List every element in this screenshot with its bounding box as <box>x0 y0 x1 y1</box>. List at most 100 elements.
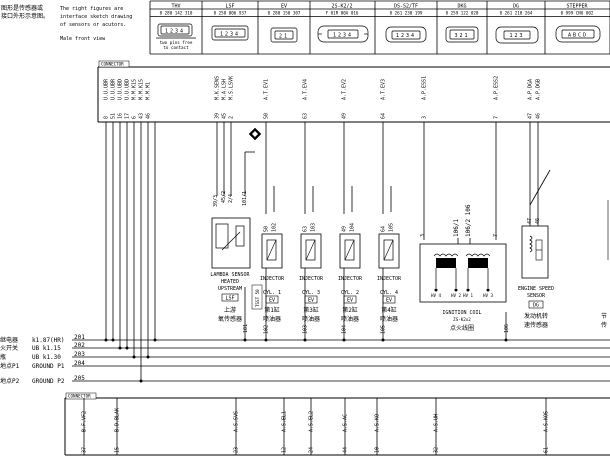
ds-s2-connector-icon <box>385 26 427 43</box>
injector-cn-2: 喷油器 <box>302 315 320 323</box>
injector-pin-a: 49 <box>342 226 348 232</box>
supply-num: 201 <box>74 334 85 341</box>
injector-cyl: CYL. 2 <box>341 290 359 296</box>
lambda-label-1: LAMBDA SENSOR <box>210 272 250 278</box>
injector-cyl: CYL. 1 <box>263 290 281 296</box>
injector-coil-icon <box>344 239 355 261</box>
bottom-pin-number: 44 <box>343 447 349 453</box>
engine-speed-box <box>521 225 549 279</box>
dg-pins: 123 <box>509 33 524 39</box>
lambda-sensor-box <box>211 217 251 269</box>
top-pin-signal: A.T.EV2 <box>342 79 348 100</box>
bottom-pin-number: 32 <box>434 447 440 453</box>
top-pin-signal: M.A.LSH <box>222 79 228 100</box>
supply-label: k1.87(HR) <box>32 337 65 344</box>
connector-top-label: CONNECTOR <box>101 62 124 67</box>
lambda-sensor: 39/3 45/2 2/4 101/1 LAMBDA SENSOR HEATED… <box>210 191 263 333</box>
thv-subnote-2: to contact <box>163 45 189 50</box>
comp-part-stepper: 0 999 CNO 002 <box>561 11 594 16</box>
injector-code: EV <box>347 298 353 304</box>
english-note-line-3: of sensors or acutors. <box>60 22 126 28</box>
bottom-pin-signal: B.D.BLAK <box>115 408 121 432</box>
ignition-name: IGNITION COIL <box>442 310 481 316</box>
lsf-connector-icon <box>211 25 249 41</box>
dkg-pins: 321 <box>454 33 469 39</box>
injector-code: EV <box>269 298 275 304</box>
injector-pin-a: 50 <box>264 226 270 232</box>
top-pin-signal: A.P.DGA <box>528 79 534 100</box>
top-pin-number: 16 <box>118 113 124 119</box>
top-pin-signal: U.U.UBR <box>111 78 117 100</box>
comp-name-dg: DG <box>513 4 519 10</box>
injector-bottom-num: 103 <box>303 325 309 334</box>
injector-cn-1: 第2缸 <box>342 306 358 314</box>
top-pin-number: 43 <box>139 113 145 119</box>
esp-code: DG <box>533 303 539 309</box>
ignition-coil-box <box>419 243 507 303</box>
top-pin-signal: A.T.EV4 <box>303 79 309 100</box>
header: 图形是传感器或 接口外形示意图。 The right figures are i… <box>1 0 610 55</box>
injector-cn-2: 喷油器 <box>341 315 359 323</box>
injector-coil-icon <box>305 239 316 261</box>
chinese-note-line-1: 图形是传感器或 <box>1 4 43 12</box>
thv-pins: 1234 <box>165 29 185 35</box>
supply-cn: 瓶 <box>0 353 6 361</box>
top-pin-signal: A.T.EV1 <box>264 79 270 100</box>
ignition-code: ZS-K2x2 <box>453 317 471 322</box>
esp-pin-1: 47 <box>527 218 533 224</box>
injector-code: EV <box>308 298 314 304</box>
injector-name: INJECTOR <box>299 276 324 282</box>
injector-coil-icon <box>266 239 277 261</box>
bottom-pin-signal: A.S.SVS <box>234 411 240 432</box>
lambda-cn-1: 上游 <box>224 306 236 314</box>
ignition-pin-1: 3 <box>420 234 426 237</box>
top-pin-signal: A.P.DGB <box>536 79 542 100</box>
injector-box <box>261 233 283 269</box>
bottom-pin-signal: B.F.VF2 <box>82 411 88 432</box>
injector-box <box>339 233 361 269</box>
lambda-side-label: TSST 50 <box>255 289 260 307</box>
top-pin-signal: U.U.UBR <box>104 78 110 100</box>
right-cut-cn-2: 传 <box>601 321 607 329</box>
supply-num: 203 <box>74 351 85 358</box>
bottom-pin-signal: A.S.KOS <box>544 411 550 432</box>
supply-cn: 继电器 <box>0 336 18 344</box>
ignition-cn: 点火线圈 <box>450 324 474 332</box>
dkg-connector-icon <box>445 26 479 43</box>
comp-part-lsf: 0 258 006 937 <box>214 11 247 16</box>
coil-primary-icon-1 <box>436 258 456 268</box>
bottom-pin-number: 61 <box>544 447 550 453</box>
bottom-pin: B.D.BLAK 15 <box>115 398 121 455</box>
comp-part-ev: 0 280 150 307 <box>268 11 301 16</box>
injector-cn-1: 第4缸 <box>381 306 397 314</box>
connector-top: CONNECTOR <box>97 60 610 123</box>
component-table <box>149 0 610 55</box>
injector-bottom-num: 102 <box>264 325 270 334</box>
supply-label: UB k1.15 <box>32 345 61 352</box>
injector-bottom-num: 105 <box>381 325 387 334</box>
bottom-pin-number: 15 <box>115 447 121 453</box>
top-pin-number: 50 <box>264 113 270 119</box>
supply-num: 202 <box>74 342 85 349</box>
stepper-connector-icon <box>555 25 601 43</box>
connector-bottom-pins: B.F.VF237B.D.BLAK15A.S.SVS23A.S.EL112A.S… <box>82 398 550 455</box>
ev-connector-icon <box>270 27 298 43</box>
top-pin-signal: A.P.ESS2 <box>494 76 500 100</box>
2s-k2-pins: 1234 <box>333 33 353 39</box>
wires <box>105 122 551 381</box>
top-pin-signal: M.M.K15 <box>132 79 138 100</box>
hv-4: HV 4 <box>431 293 442 298</box>
hv-3: HV 3 <box>483 293 494 298</box>
injector-cn-2: 喷油器 <box>263 315 281 323</box>
top-pin-number: 51 <box>111 113 117 119</box>
supply-cn: 地点P1 <box>0 362 20 370</box>
bottom-pin: A.S.KOS 61 <box>544 398 550 455</box>
